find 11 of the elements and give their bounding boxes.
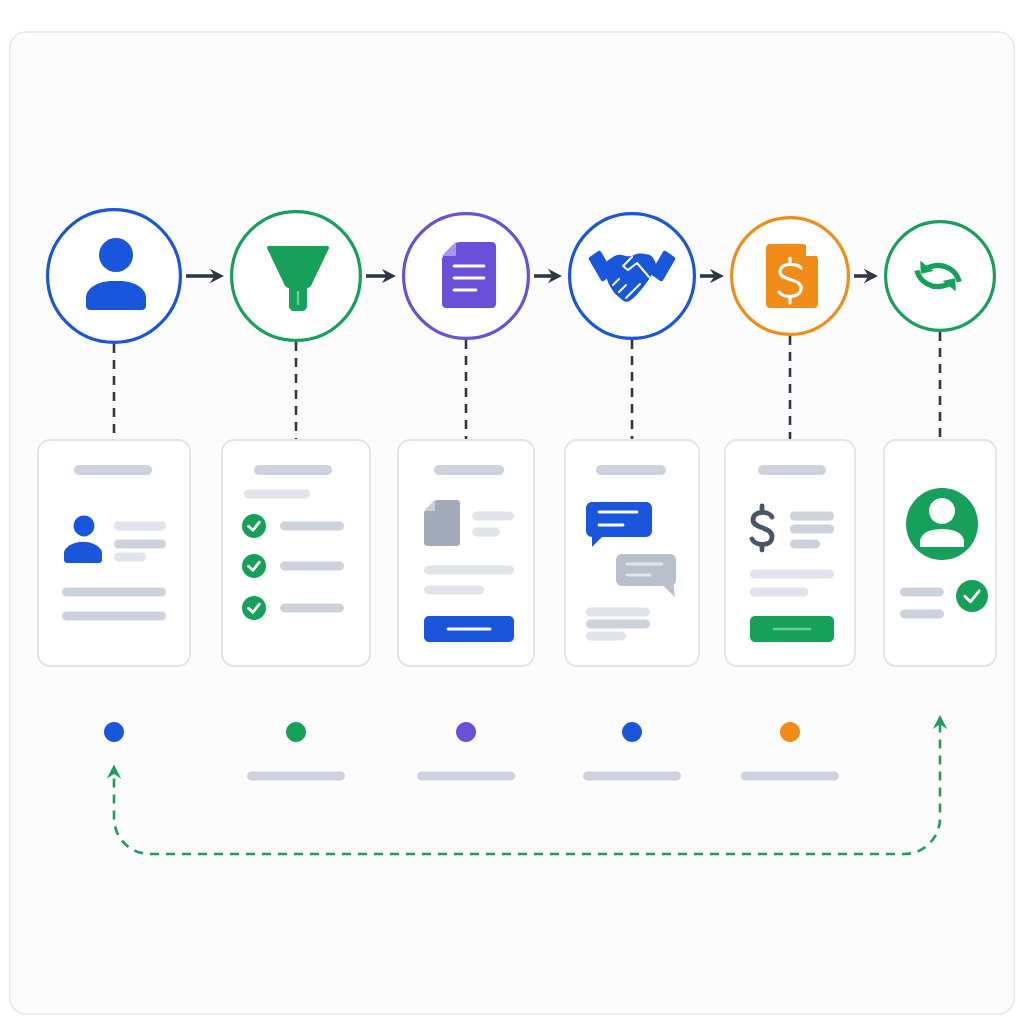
dot [622, 722, 642, 742]
dot [780, 722, 800, 742]
dashed-line [294, 342, 298, 440]
dot [456, 722, 476, 742]
dashed-line [630, 340, 634, 440]
dashed-line [938, 332, 942, 440]
dashed-line [464, 340, 468, 440]
step-circle [884, 220, 996, 332]
dot [104, 722, 124, 742]
dashed-line [788, 336, 792, 440]
dot [286, 722, 306, 742]
